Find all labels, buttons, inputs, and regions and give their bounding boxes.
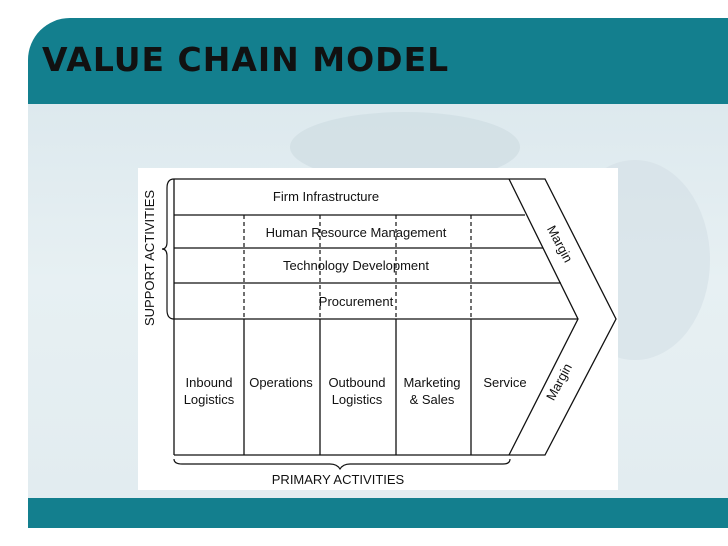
primary-marketing-sales-line1: Marketing <box>403 375 460 390</box>
primary-outbound-logistics-line1: Outbound <box>328 375 385 390</box>
support-firm-infrastructure: Firm Infrastructure <box>273 189 379 204</box>
slide-title: VALUE CHAIN MODEL <box>42 40 450 79</box>
margin-label-bottom: Margin <box>543 361 575 403</box>
primary-inbound-logistics-line1: Inbound <box>186 375 233 390</box>
primary-brace <box>173 458 511 471</box>
support-activities-label: SUPPORT ACTIVITIES <box>142 190 157 326</box>
value-chain-svg: SUPPORT ACTIVITIES PRIMARY ACTIVITIES Fi… <box>142 178 617 487</box>
title-bar <box>28 18 728 104</box>
primary-service: Service <box>483 375 526 390</box>
primary-operations: Operations <box>249 375 313 390</box>
primary-activities-label: PRIMARY ACTIVITIES <box>272 472 405 487</box>
value-chain-diagram: SUPPORT ACTIVITIES PRIMARY ACTIVITIES Fi… <box>138 168 618 490</box>
primary-inbound-logistics-line2: Logistics <box>184 392 235 407</box>
primary-marketing-sales-line2: & Sales <box>410 392 455 407</box>
primary-outbound-logistics-line2: Logistics <box>332 392 383 407</box>
outer-chevron <box>509 178 617 456</box>
support-brace <box>161 178 175 320</box>
inner-chevron <box>508 178 579 456</box>
support-human-resource-management: Human Resource Management <box>266 225 447 240</box>
footer-bar <box>28 498 728 528</box>
support-technology-development: Technology Development <box>283 258 429 273</box>
support-procurement: Procurement <box>319 294 394 309</box>
